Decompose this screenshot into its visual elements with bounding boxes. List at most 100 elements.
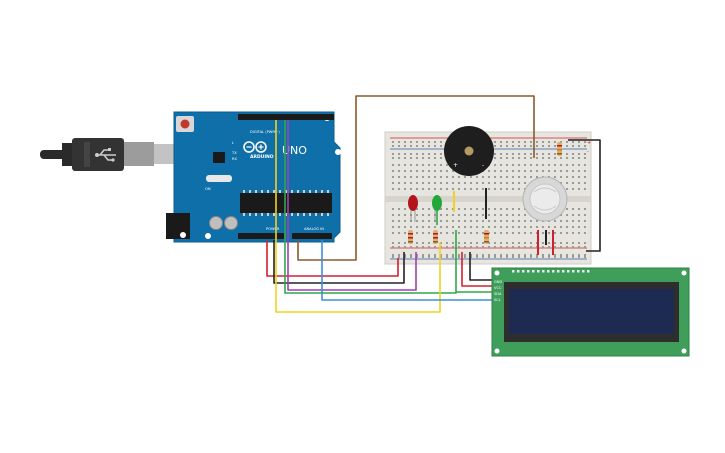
breadboard-hole[interactable] [398,256,400,258]
resistor[interactable] [408,230,413,244]
breadboard-hole[interactable] [578,141,580,143]
breadboard-hole[interactable] [548,157,550,159]
breadboard-hole[interactable] [482,232,484,234]
breadboard-hole[interactable] [518,254,520,256]
breadboard-hole[interactable] [500,220,502,222]
breadboard-hole[interactable] [428,141,430,143]
breadboard-hole[interactable] [566,157,568,159]
breadboard-hole[interactable] [428,242,430,244]
breadboard-hole[interactable] [566,176,568,178]
breadboard-hole[interactable] [512,232,514,234]
breadboard-hole[interactable] [416,145,418,147]
breadboard-hole[interactable] [422,208,424,210]
breadboard-hole[interactable] [476,208,478,210]
lcd-header-pin[interactable] [572,270,575,273]
breadboard-hole[interactable] [578,188,580,190]
breadboard-hole[interactable] [518,208,520,210]
lcd-header-pin[interactable] [557,270,560,273]
breadboard-hole[interactable] [500,256,502,258]
breadboard-hole[interactable] [530,176,532,178]
breadboard-hole[interactable] [542,157,544,159]
breadboard-hole[interactable] [566,182,568,184]
breadboard-hole[interactable] [416,164,418,166]
breadboard-hole[interactable] [494,188,496,190]
breadboard-hole[interactable] [572,153,574,155]
breadboard-hole[interactable] [530,157,532,159]
breadboard-hole[interactable] [476,176,478,178]
breadboard-hole[interactable] [518,164,520,166]
lcd-header-pin[interactable] [542,270,545,273]
breadboard-hole[interactable] [416,242,418,244]
breadboard-hole[interactable] [518,188,520,190]
breadboard-hole[interactable] [440,220,442,222]
breadboard-hole[interactable] [458,246,460,248]
breadboard-hole[interactable] [506,157,508,159]
resistor[interactable] [484,230,489,244]
breadboard-hole[interactable] [506,246,508,248]
breadboard-hole[interactable] [440,188,442,190]
breadboard-hole[interactable] [422,214,424,216]
breadboard-hole[interactable] [446,242,448,244]
breadboard-hole[interactable] [404,145,406,147]
breadboard-hole[interactable] [422,226,424,228]
breadboard-hole[interactable] [476,232,478,234]
breadboard-hole[interactable] [482,220,484,222]
breadboard-hole[interactable] [584,226,586,228]
breadboard-hole[interactable] [536,226,538,228]
breadboard-hole[interactable] [392,164,394,166]
breadboard-hole[interactable] [584,188,586,190]
breadboard-hole[interactable] [440,164,442,166]
breadboard-hole[interactable] [536,256,538,258]
breadboard-hole[interactable] [518,153,520,155]
breadboard-hole[interactable] [506,242,508,244]
breadboard-hole[interactable] [512,141,514,143]
breadboard-hole[interactable] [530,232,532,234]
breadboard-hole[interactable] [530,256,532,258]
breadboard-hole[interactable] [506,153,508,155]
breadboard-hole[interactable] [530,242,532,244]
gas-sensor[interactable] [522,176,568,222]
breadboard-hole[interactable] [398,254,400,256]
breadboard-hole[interactable] [482,242,484,244]
breadboard-hole[interactable] [524,232,526,234]
breadboard-hole[interactable] [536,220,538,222]
breadboard-hole[interactable] [392,214,394,216]
breadboard-hole[interactable] [410,153,412,155]
breadboard-hole[interactable] [404,214,406,216]
breadboard-hole[interactable] [410,157,412,159]
breadboard-hole[interactable] [488,254,490,256]
breadboard-hole[interactable] [560,164,562,166]
breadboard-hole[interactable] [578,232,580,234]
breadboard-hole[interactable] [392,182,394,184]
breadboard-hole[interactable] [482,188,484,190]
breadboard-hole[interactable] [446,232,448,234]
breadboard-hole[interactable] [512,208,514,210]
breadboard-hole[interactable] [410,254,412,256]
breadboard-hole[interactable] [404,164,406,166]
breadboard-hole[interactable] [416,176,418,178]
breadboard-hole[interactable] [512,214,514,216]
breadboard-hole[interactable] [452,214,454,216]
wires[interactable] [266,95,601,313]
breadboard-hole[interactable] [494,182,496,184]
breadboard-hole[interactable] [572,176,574,178]
breadboard-hole[interactable] [578,214,580,216]
breadboard-hole[interactable] [434,246,436,248]
lcd-header-pin[interactable] [577,270,580,273]
breadboard-hole[interactable] [542,246,544,248]
breadboard-hole[interactable] [548,254,550,256]
breadboard-hole[interactable] [572,242,574,244]
breadboard-hole[interactable] [500,170,502,172]
breadboard-hole[interactable] [566,145,568,147]
breadboard-hole[interactable] [416,153,418,155]
breadboard-hole[interactable] [416,188,418,190]
breadboard-hole[interactable] [578,208,580,210]
breadboard-hole[interactable] [440,176,442,178]
breadboard-hole[interactable] [548,256,550,258]
breadboard-hole[interactable] [572,246,574,248]
breadboard-hole[interactable] [404,242,406,244]
breadboard-hole[interactable] [440,153,442,155]
breadboard-hole[interactable] [446,164,448,166]
breadboard-hole[interactable] [518,176,520,178]
breadboard-hole[interactable] [524,153,526,155]
